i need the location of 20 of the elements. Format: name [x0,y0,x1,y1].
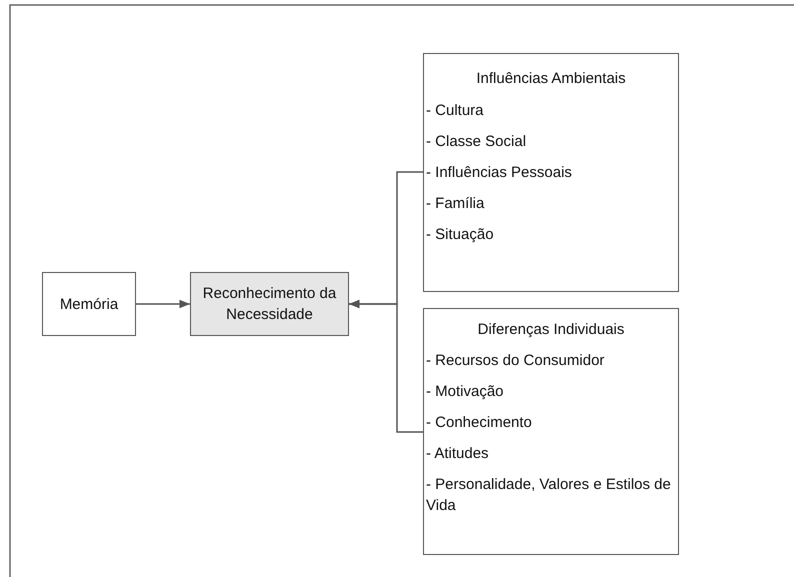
list-item: - Família [426,194,486,214]
list-item: - Cultura [426,101,485,121]
factor-box [423,308,679,555]
box-heading: Influências Ambientais [475,69,627,89]
list-item: - Conhecimento [426,413,533,433]
box-label: Reconhecimento da Necessidade [202,284,338,325]
connector-arrow [349,300,423,433]
list-item: - Personalidade, Valores e Estilos de Vida [426,475,672,516]
connector-arrow [136,300,190,308]
box-heading: Diferenças Individuais [476,320,626,340]
list-item: - Recursos do Consumidor [426,351,606,371]
box-label: Memória [60,294,118,314]
process-box [190,272,349,336]
factor-box [423,53,679,292]
list-item: - Influências Pessoais [426,163,573,183]
list-item: - Situação [426,225,495,245]
list-item: - Atitudes [426,444,490,464]
process-box [42,272,136,336]
list-item: - Classe Social [426,132,528,152]
list-item: - Motivação [426,382,505,402]
